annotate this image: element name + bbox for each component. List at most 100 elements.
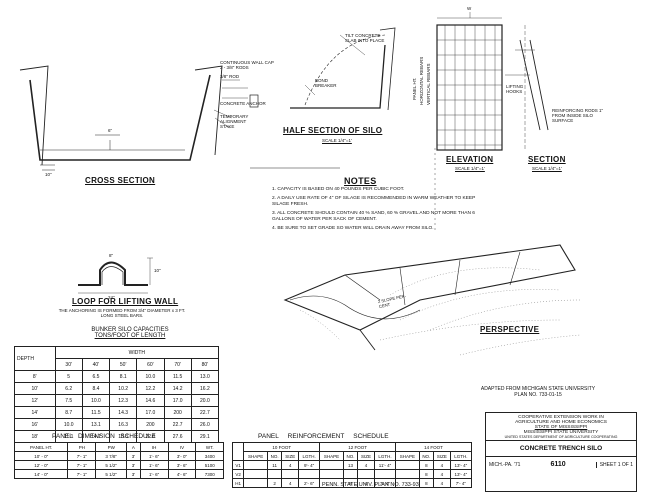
tb-org5: UNITED STATES DEPARTMENT OF AGRICULTURE … (486, 435, 636, 441)
pr-cell: 2 (266, 478, 283, 488)
cross-section-title: CROSS SECTION (85, 176, 156, 185)
callout-rod: 3/8" ROD (220, 74, 240, 79)
pd-header: A (126, 442, 141, 452)
dim-10in: 10" (45, 172, 52, 177)
pr-cell: 8 (342, 478, 359, 488)
pd-cell: 5 1/2" (95, 469, 128, 479)
cap-cell: 16' (14, 418, 56, 431)
pr-cell (319, 469, 344, 479)
pr-sub: SIZE (432, 451, 451, 461)
cap-cell: 22.7 (190, 406, 220, 419)
title-block: COOPERATIVE EXTENSION WORK IN AGRICULTUR… (485, 412, 637, 492)
pd-header: IV (167, 442, 197, 452)
loop-title: LOOP FOR LIFTING WALL (72, 297, 179, 306)
pd-header: PW (95, 442, 128, 452)
pd-cell: 4'- 6" (167, 469, 197, 479)
pr-cell (243, 469, 268, 479)
pr-sub: LGTH. (449, 451, 473, 461)
pr-group: 14 FOOT (395, 442, 472, 452)
pr-cell: V1 (231, 460, 245, 470)
pr-cell (243, 478, 268, 488)
loop-dim-24in: 24" (108, 295, 115, 300)
pd-cell: 1'- 6" (139, 460, 169, 470)
pr-sub: SIZE (281, 451, 300, 461)
pd-cell: 14' - 0" (13, 469, 69, 479)
cap-width-col: 60' (136, 358, 165, 371)
pr-cell: 13'- 4" (449, 460, 473, 470)
cap-cell: 5 (54, 370, 83, 383)
cap-cell: 17.0 (163, 394, 192, 407)
cap-width-col: 70' (163, 358, 192, 371)
loop-dim-8in: 8" (109, 253, 114, 258)
pd-cell: 3'- 0" (167, 451, 197, 461)
pr-sub: SHAPE (243, 451, 268, 461)
note-3: 3. ALL CONCRETE SHOULD CONTAIN 40 % SAND… (272, 211, 475, 222)
pr-cell: 13 (342, 460, 359, 470)
cap-cell: 14' (14, 406, 56, 419)
panel-dim-title: PANEL DIMENSION SCHEDULE (52, 433, 156, 440)
cap-cell: 11.5 (163, 370, 192, 383)
capacities-subtitle: TONS/FOOT OF LENGTH (94, 333, 166, 339)
pr-cell: 11 (266, 460, 283, 470)
callout-tilt-slab: TILT CONCRETE SLAB INTO PLACE (345, 33, 385, 43)
pd-cell: 3400 (195, 451, 224, 461)
tb-org3: STATE OF MISSISSIPPI (534, 425, 588, 430)
loop-dim-10in: 10" (154, 268, 161, 273)
adapted-note: ADAPTED FROM MICHIGAN STATE UNIVERSITY P… (480, 386, 596, 398)
pr-cell: 4 (357, 460, 375, 470)
pd-cell: 7'- 1" (67, 469, 97, 479)
elevation-title: ELEVATION (446, 155, 494, 164)
cross-section-callouts: CONTINUOUS WALL CAP 2 - 3/8" RODS 3/8" R… (220, 60, 280, 129)
pd-cell: 3'- 6" (167, 460, 197, 470)
pr-group: 12 FOOT (319, 442, 397, 452)
cap-cell: 10.0 (54, 418, 83, 431)
cap-cell: 16.2 (190, 382, 220, 395)
cap-cell: 8' (14, 370, 56, 383)
pd-cell: 5100 (195, 460, 224, 470)
cap-width-col: 30' (54, 358, 83, 371)
pr-sub: LGTH. (298, 451, 321, 461)
pr-cell (395, 460, 420, 470)
footer-plan-no: PENN. STATE UNIV. PLAN NO. 733-93 (322, 482, 419, 488)
pd-cell: 12' - 0" (13, 460, 69, 470)
pd-cell: 5 1/2" (95, 460, 128, 470)
pr-sub: LGTH. (373, 451, 397, 461)
panel-dim-table: PANEL HT. PH PW A IH IV WT. 10' - 0"7'- … (13, 442, 224, 479)
pr-cell: V2 (231, 469, 245, 479)
cap-cell: 7.5 (54, 394, 83, 407)
notes-list: 1. CAPACITY IS BASED ON 40 POUNDS PER CU… (272, 187, 482, 232)
pr-sub: NO. (342, 451, 359, 461)
dim-6in: 6" (108, 128, 113, 133)
cap-cell: 17.0 (136, 406, 165, 419)
tb-org4: MISSISSIPPI STATE UNIVERSITY (523, 430, 599, 435)
pr-cell: 4 (281, 478, 300, 488)
cap-cell: 14.6 (136, 394, 165, 407)
pr-cell (298, 469, 321, 479)
pr-cell: 7'- 4" (449, 478, 473, 488)
callout-wall-cap: CONTINUOUS WALL CAP (220, 60, 274, 65)
tb-date: MICH.-PA. '71 (489, 461, 521, 468)
pr-cell: 13'- 4" (449, 469, 473, 479)
cap-cell: 10.2 (109, 382, 138, 395)
pr-cell: 8 (418, 460, 434, 470)
cap-cell: 10.0 (81, 394, 111, 407)
pd-cell: 3' (126, 451, 141, 461)
cap-cell: 13.0 (190, 370, 220, 383)
elev-lifting-hooks: LIFTING HOOKS (506, 84, 524, 94)
table-row: 14' - 0"7'- 1"5 1/2"3'1'- 6"4'- 6"7300 (13, 469, 224, 479)
capacities-title: BUNKER SILO CAPACITIES (91, 327, 169, 333)
note-4: 4. BE SURE TO SET GRADE SO WATER WILL DR… (272, 226, 434, 231)
cap-cell: 12.2 (136, 382, 165, 395)
pr-cell: 4 (432, 478, 451, 488)
pd-cell: 7'- 1" (67, 460, 97, 470)
cap-cell: 8.4 (81, 382, 111, 395)
pr-cell: 4 (281, 460, 300, 470)
pr-cell: 4 (432, 460, 451, 470)
pr-cell: 9'- 4" (298, 460, 321, 470)
pr-cell (342, 469, 359, 479)
pd-cell: 3 7/8" (95, 451, 128, 461)
